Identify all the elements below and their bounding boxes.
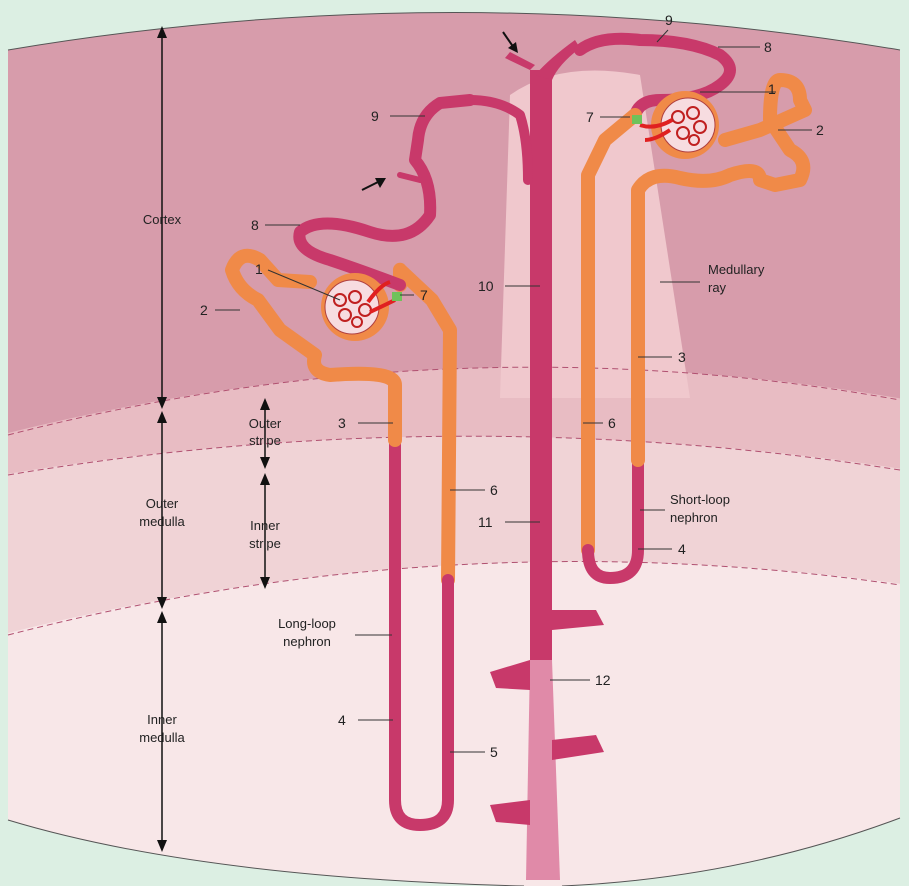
label-1-short: 1 <box>768 81 776 97</box>
long-loop-nephron-label-line2: nephron <box>283 634 331 649</box>
label-1-long: 1 <box>255 261 263 277</box>
outer-stripe-label-line2: stripe <box>249 433 281 448</box>
inner-medulla-label-line2: medulla <box>139 730 185 745</box>
label-3-short: 3 <box>678 349 686 365</box>
label-3-long: 3 <box>338 415 346 431</box>
outer-medulla-label-line2: medulla <box>139 514 185 529</box>
label-7-short: 7 <box>586 109 594 125</box>
inner-medulla-label-line1: Inner <box>147 712 177 727</box>
inner-stripe-label-line1: Inner <box>250 518 280 533</box>
label-5: 5 <box>490 744 498 760</box>
label-9-long: 9 <box>371 108 379 124</box>
short-loop-nephron-label-line1: Short-loop <box>670 492 730 507</box>
medullary-ray-label-line2: ray <box>708 280 727 295</box>
label-4-short: 4 <box>678 541 686 557</box>
inner-stripe-label-line2: stripe <box>249 536 281 551</box>
label-6-long: 6 <box>490 482 498 498</box>
label-8-short: 8 <box>764 39 772 55</box>
label-2-long: 2 <box>200 302 208 318</box>
medullary-ray-label-line1: Medullary <box>708 262 765 277</box>
label-4-long: 4 <box>338 712 346 728</box>
cortex-label: Cortex <box>143 212 182 227</box>
long-loop-nephron-label-line1: Long-loop <box>278 616 336 631</box>
label-11: 11 <box>478 514 493 530</box>
label-8-long: 8 <box>251 217 259 233</box>
label-2-short: 2 <box>816 122 824 138</box>
label-9-short: 9 <box>665 12 673 28</box>
label-6-short: 6 <box>608 415 616 431</box>
label-12: 12 <box>595 672 611 688</box>
label-10: 10 <box>478 278 494 294</box>
outer-stripe-label-line1: Outer <box>249 416 282 431</box>
label-7-long: 7 <box>420 287 428 303</box>
short-loop-nephron-label-line2: nephron <box>670 510 718 525</box>
outer-medulla-label-line1: Outer <box>146 496 179 511</box>
